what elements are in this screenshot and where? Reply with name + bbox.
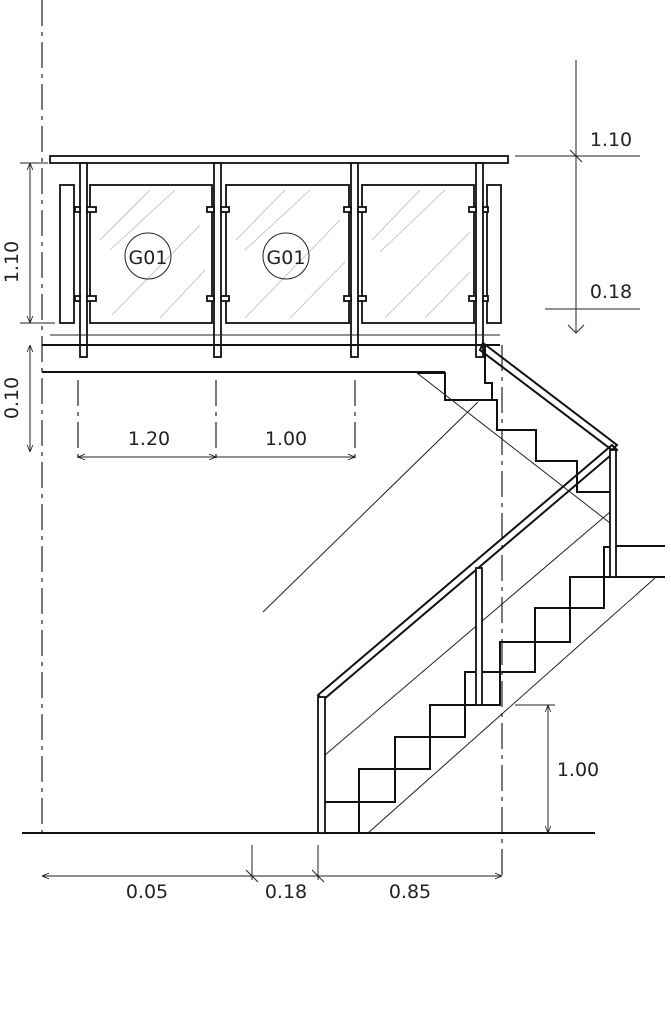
panel-tag-circle: [124, 232, 172, 280]
dim-right-step: 0.18: [590, 281, 632, 303]
panel-tag: G01: [267, 247, 306, 269]
dim-post-spacing-1: 1.20: [128, 428, 170, 450]
panel-tag: G01: [129, 247, 168, 269]
dim-left-slab: 0.10: [1, 377, 23, 419]
dim-bottom-3: 0.85: [389, 881, 431, 903]
top-balustrade: [42, 155, 509, 373]
dim-right-railing-height: 1.10: [590, 129, 632, 151]
dim-left-railing-height: 1.10: [1, 241, 23, 283]
panel-tag-circle: [262, 232, 310, 280]
dimension-lines: [20, 60, 640, 883]
dim-stair-railing-height: 1.00: [557, 759, 599, 781]
dim-post-spacing-2: 1.00: [265, 428, 307, 450]
dim-bottom-1: 0.05: [126, 881, 168, 903]
dim-bottom-2: 0.18: [265, 881, 307, 903]
staircase: [262, 341, 665, 834]
